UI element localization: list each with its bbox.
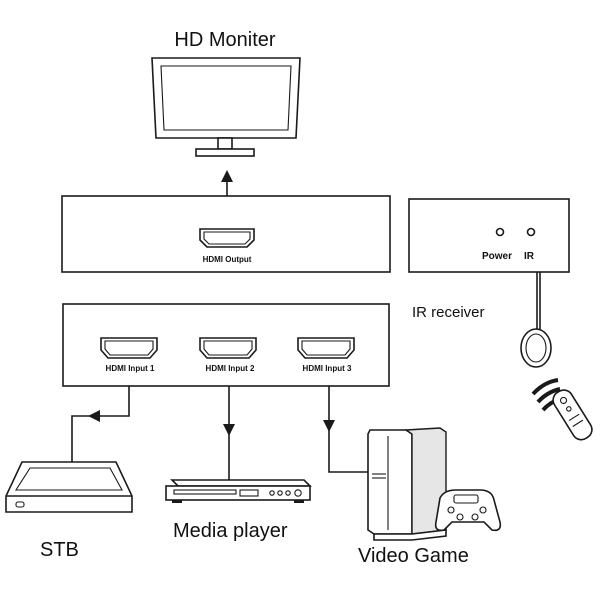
dvd-player-icon [165, 479, 312, 503]
hdmi-input-3-port-icon [297, 337, 355, 359]
gamepad-icon [434, 489, 502, 532]
stb-label: STB [40, 539, 79, 561]
ir-sensor-icon [520, 272, 552, 368]
video-game-label: Video Game [358, 545, 469, 567]
hdmi-input-1-label: HDMI Input 1 [106, 364, 155, 373]
ir-led-icon [526, 227, 536, 237]
hdmi-input-2-label: HDMI Input 2 [206, 364, 255, 373]
game-console-icon [367, 427, 447, 541]
power-label: Power [482, 251, 512, 262]
ir-receiver-label: IR receiver [412, 304, 485, 321]
power-led-icon [495, 227, 505, 237]
switch-output-panel: HDMI Output [61, 195, 391, 273]
switch-input-panel: HDMI Input 1 HDMI Input 2 HDMI Input 3 [62, 303, 390, 387]
monitor-label: HD Moniter [174, 29, 275, 51]
monitor-icon [151, 57, 301, 157]
remote-control-icon [531, 378, 593, 441]
hdmi-input-2-port-icon [199, 337, 257, 359]
hdmi-output-port-icon [199, 228, 255, 248]
hdmi-input-1-port-icon [100, 337, 158, 359]
hdmi-input-3-label: HDMI Input 3 [303, 364, 352, 373]
connector-input-2 [223, 386, 235, 484]
ir-power-panel: Power IR [408, 198, 570, 273]
output-arrow [221, 170, 233, 196]
connector-input-1 [71, 386, 130, 462]
hdmi-output-label: HDMI Output [203, 255, 252, 264]
connector-input-3 [323, 386, 368, 473]
media-player-label: Media player [173, 520, 288, 542]
ir-label: IR [524, 251, 535, 262]
set-top-box-icon [5, 461, 133, 513]
